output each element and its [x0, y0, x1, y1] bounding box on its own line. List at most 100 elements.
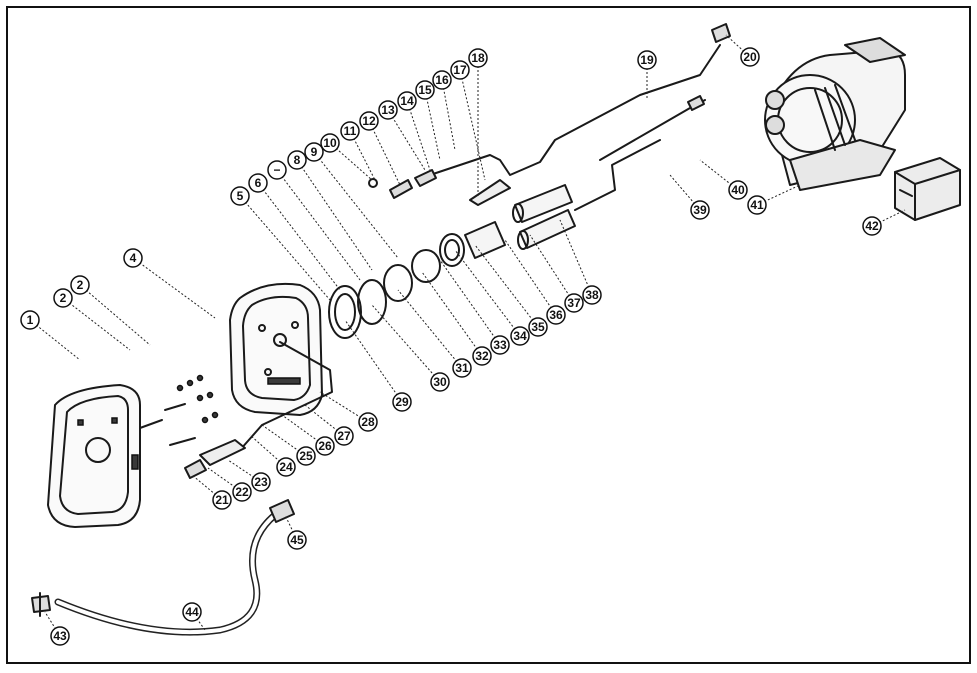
callout-31: 31	[397, 289, 472, 378]
callout-bubble	[728, 180, 748, 200]
filter-cylinders	[464, 184, 576, 259]
callout-bubble	[296, 446, 316, 466]
callout-number: 19	[640, 53, 654, 67]
callout-21: 21	[191, 474, 232, 510]
callout-27: 27	[304, 404, 354, 446]
callout-leader-line	[441, 79, 456, 151]
callout-34: 34	[454, 249, 530, 346]
callout-bubble	[510, 326, 530, 346]
callout-bubble	[452, 358, 472, 378]
callout-bubble	[472, 346, 492, 366]
callout-leader-line	[559, 219, 593, 296]
callout-number: 26	[318, 439, 332, 453]
callout-number: 2	[77, 278, 84, 292]
callout-number: 44	[185, 605, 199, 619]
callout-43: 43	[44, 611, 70, 646]
callout-bubble	[747, 195, 767, 215]
callout-number: 15	[418, 83, 432, 97]
callout-bubble	[582, 285, 602, 305]
callout-bubble	[53, 288, 73, 308]
callout-leader-line	[296, 159, 373, 271]
callout-number: 24	[279, 460, 293, 474]
callout-leader-line	[397, 289, 463, 369]
callout-leader-line	[191, 474, 223, 501]
callout-leader-line	[504, 239, 557, 316]
callout-32: 32	[421, 271, 492, 366]
callout-14: 14	[397, 91, 431, 171]
callout-1: 1	[20, 310, 81, 361]
callout-number: 10	[323, 136, 337, 150]
callout-number: 28	[361, 415, 375, 429]
callout-leader-line	[132, 257, 216, 319]
callout-number: 5	[237, 189, 244, 203]
callout-24: 24	[249, 434, 296, 477]
callout-number: 38	[585, 288, 599, 302]
callout-leader-line	[207, 467, 243, 493]
callout-2: 2	[53, 288, 131, 351]
callout-bubble	[546, 305, 566, 325]
callout-bubble	[359, 111, 379, 131]
callout-5: 5	[230, 186, 331, 301]
callout-number: 36	[549, 308, 563, 322]
callout-bubble	[315, 436, 335, 456]
callout-number: 42	[865, 219, 879, 233]
callout-leader-line	[387, 109, 426, 171]
callout-number: 11	[344, 124, 357, 138]
callout-40: 40	[699, 159, 748, 200]
callout-12: 12	[359, 111, 401, 186]
callout-23: 23	[227, 459, 271, 492]
callout-bubble	[232, 482, 252, 502]
callout-number: 20	[743, 50, 757, 64]
callout-42: 42	[862, 209, 906, 236]
callout-number: 32	[475, 349, 489, 363]
callout-number: 45	[290, 533, 304, 547]
callout-26: 26	[281, 414, 335, 456]
callout-22: 22	[207, 467, 252, 502]
callout-leader-line	[421, 271, 483, 357]
callout-number: 2	[60, 291, 67, 305]
callout-bubble	[123, 248, 143, 268]
screw-set	[139, 374, 219, 446]
callout-number: 41	[750, 198, 764, 212]
callout-36: 36	[504, 239, 566, 325]
callout-bubble	[70, 275, 90, 295]
callout-number: 12	[362, 114, 376, 128]
callout-bubble	[230, 186, 250, 206]
callout-7: −	[267, 160, 361, 281]
callout-leader-line	[29, 319, 81, 361]
pipe-network	[368, 23, 731, 211]
diagram-frame	[6, 6, 971, 664]
callout-number: 35	[531, 320, 545, 334]
callout-number: 43	[53, 629, 67, 643]
flange-rings	[328, 233, 465, 339]
callout-bubble	[415, 80, 435, 100]
callout-bubble	[468, 48, 488, 68]
callout-number: 27	[337, 429, 351, 443]
callout-bubble	[397, 91, 417, 111]
callout-number: 6	[255, 176, 262, 190]
callout-number: 23	[254, 475, 268, 489]
callout-bubble	[20, 310, 40, 330]
callout-bubble	[50, 626, 70, 646]
callout-leader-line	[276, 169, 361, 281]
callout-number: 16	[435, 73, 449, 87]
callout-37: 37	[529, 234, 584, 313]
callout-18: 18	[468, 48, 488, 198]
callout-leader-line	[474, 244, 539, 328]
callout-number: 30	[433, 375, 447, 389]
callout-leader-line	[257, 182, 341, 291]
callout-16: 16	[432, 70, 456, 151]
callout-leader-line	[406, 100, 431, 171]
callout-bubble	[490, 335, 510, 355]
callout-number: 1	[27, 313, 34, 327]
callout-25: 25	[261, 424, 316, 466]
callout-11: 11	[340, 121, 376, 181]
hose-assembly	[31, 499, 295, 636]
callout-leader-line	[62, 297, 131, 351]
callout-39: 39	[669, 174, 710, 220]
callout-number: 17	[453, 63, 467, 77]
callout-number: 37	[567, 296, 581, 310]
callout-4: 4	[123, 248, 216, 319]
callout-leader-line	[459, 69, 486, 181]
